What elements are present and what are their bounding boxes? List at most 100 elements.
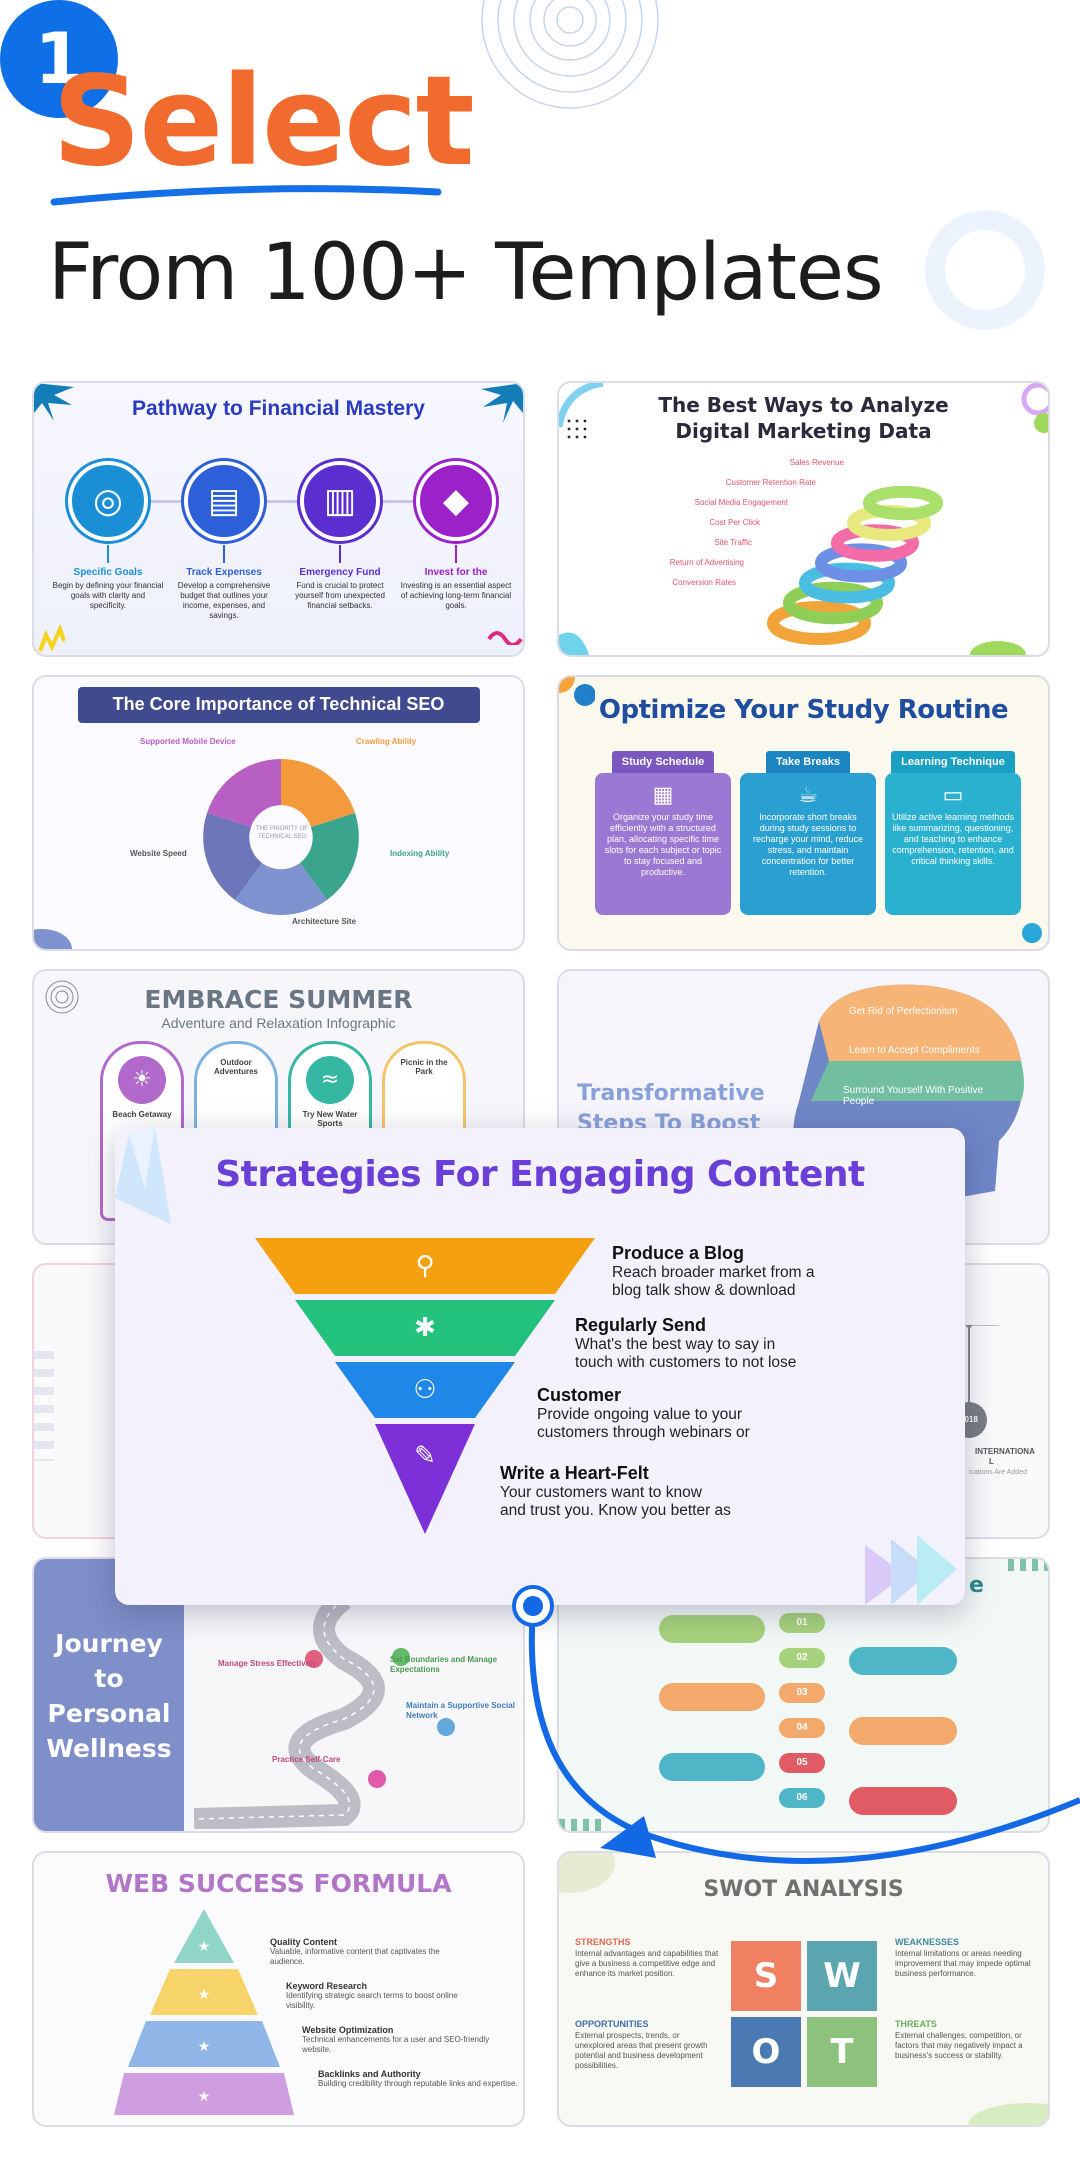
step-number: 05 <box>779 1753 825 1773</box>
funnel-segment <box>255 1238 595 1294</box>
study-column: Take Breaks☕Incorporate short breaks dur… <box>740 751 876 915</box>
down-arrow-icon <box>339 545 341 563</box>
step-number: 03 <box>779 1683 825 1703</box>
road-step-label: Practice Self-Care <box>272 1755 341 1764</box>
cash-icon: ▥ <box>300 461 380 541</box>
headline-underline <box>50 185 442 206</box>
cycle-diagram <box>203 759 359 916</box>
ring-shape <box>783 581 883 625</box>
template-card-technical-seo[interactable]: The Core Importance of Technical SEO THE… <box>32 675 525 951</box>
swot-tile: T <box>807 2017 877 2087</box>
template-card-study-routine[interactable]: Optimize Your Study Routine Study Schedu… <box>557 675 1050 951</box>
road-step-label: Set Boundaries and Manage Expectations <box>390 1655 498 1674</box>
funnel-graphic: ⚲✱⚇✎ <box>255 1238 595 1534</box>
tier-label: Keyword Research <box>286 1981 368 1991</box>
step-label: Invest for the <box>424 567 488 578</box>
card-title-line3: Personal <box>47 1699 171 1728</box>
swot-desc: External prospects, trends, or unexplore… <box>575 2031 708 2070</box>
svg-text:★: ★ <box>198 2089 211 2105</box>
ring-shape <box>799 562 895 604</box>
subheadline: From 100+ Templates <box>48 228 884 318</box>
pyramid-graphic: ★★★★ <box>114 1909 294 2115</box>
calendar-icon: ☕ <box>798 783 818 808</box>
blob-decoration <box>970 641 1026 655</box>
seo-label: Architecture Site <box>292 917 357 926</box>
funnel-step-title: Customer <box>537 1385 622 1405</box>
headline: Select <box>52 50 475 194</box>
study-column: Learning Technique▭Utilize active learni… <box>885 751 1021 915</box>
step-number: 01 <box>779 1613 825 1633</box>
metric-label: Site Traffic <box>714 538 752 547</box>
ring-decoration <box>925 210 1045 330</box>
seo-label: Indexing Ability <box>390 849 450 858</box>
summer-item-label: Beach Getaway <box>112 1110 172 1119</box>
funnel-step-line1: Your customers want to know <box>500 1484 702 1501</box>
calendar-icon: ▭ <box>942 783 964 808</box>
down-arrow-icon <box>455 545 457 563</box>
circle-decoration <box>1021 383 1048 433</box>
road-step-label: Manage Stress Effectively <box>218 1659 317 1668</box>
tier-label: Website Optimization <box>302 2025 394 2035</box>
column-body: ▦Organize your study time efficiently wi… <box>595 773 731 915</box>
funnel-step-line2: and trust you. Know you better as <box>500 1502 731 1519</box>
funnel-step-line2: customers through webinars or <box>537 1424 750 1441</box>
step-number: 06 <box>779 1788 825 1808</box>
column-label: Study Schedule <box>611 751 715 773</box>
svg-text:★: ★ <box>198 2039 211 2055</box>
seo-label: Crawling Ability <box>356 737 417 746</box>
tier-desc: Identifying strategic search terms to bo… <box>286 1991 458 2010</box>
timeline-label: L <box>989 1457 994 1466</box>
pencil-icon: ✎ <box>414 1441 436 1471</box>
card-title-fragment: e <box>969 1573 984 1598</box>
card-title-line1: Journey <box>55 1629 163 1658</box>
swot-desc: Internal limitations or areas needing im… <box>895 1949 1031 1978</box>
checker-decoration <box>559 1819 605 1831</box>
metric-label: Social Media Engagement <box>695 498 789 507</box>
layer-label: Learn to Accept Compliments <box>849 1045 980 1056</box>
step-bubbles <box>659 1615 957 1815</box>
card-title: SWOT ANALYSIS <box>703 1877 904 1902</box>
column-label: Learning Technique <box>891 751 1015 773</box>
step-label: Specific Goals <box>73 567 143 578</box>
drag-handle-icon[interactable] <box>511 1584 555 1628</box>
blob-decoration <box>559 632 589 655</box>
wave-decoration <box>487 631 523 645</box>
svg-text:★: ★ <box>198 1987 211 2003</box>
ring-shape <box>767 601 871 645</box>
title-banner <box>78 687 480 723</box>
featured-template-card[interactable]: Strategies For Engaging Content ⚲✱⚇✎ Pro… <box>115 1128 965 1605</box>
card-title: Optimize Your Study Routine <box>598 695 1009 725</box>
card-title-line4: Wellness <box>46 1734 172 1763</box>
swot-tile: S <box>731 1941 801 2011</box>
funnel-segment <box>295 1300 555 1356</box>
step-desc: Begin by defining your financial goals w… <box>52 581 164 610</box>
people-icon: ⚇ <box>413 1375 436 1405</box>
step-badge: 1 <box>0 0 118 118</box>
metric-label: Customer Retention Rate <box>726 478 817 487</box>
template-card-marketing-data[interactable]: The Best Ways to Analyze Digital Marketi… <box>557 381 1050 657</box>
template-card-web-success[interactable]: WEB SUCCESS FORMULA ★★★★ Quality Content… <box>32 1851 525 2127</box>
swot-tile: O <box>731 2017 801 2087</box>
step-number: 02 <box>779 1648 825 1668</box>
funnel-segment <box>375 1424 475 1534</box>
card-title-line2: to <box>94 1664 124 1693</box>
receipt-icon: ▤ <box>184 461 264 541</box>
layer-label: Get Rid of Perfectionism <box>849 1006 958 1017</box>
column-body: ☕Incorporate short breaks during study s… <box>740 773 876 915</box>
swot-label: THREATS <box>895 2019 937 2029</box>
template-card-financial-mastery[interactable]: Pathway to Financial Mastery ◎Specific G… <box>32 381 525 657</box>
